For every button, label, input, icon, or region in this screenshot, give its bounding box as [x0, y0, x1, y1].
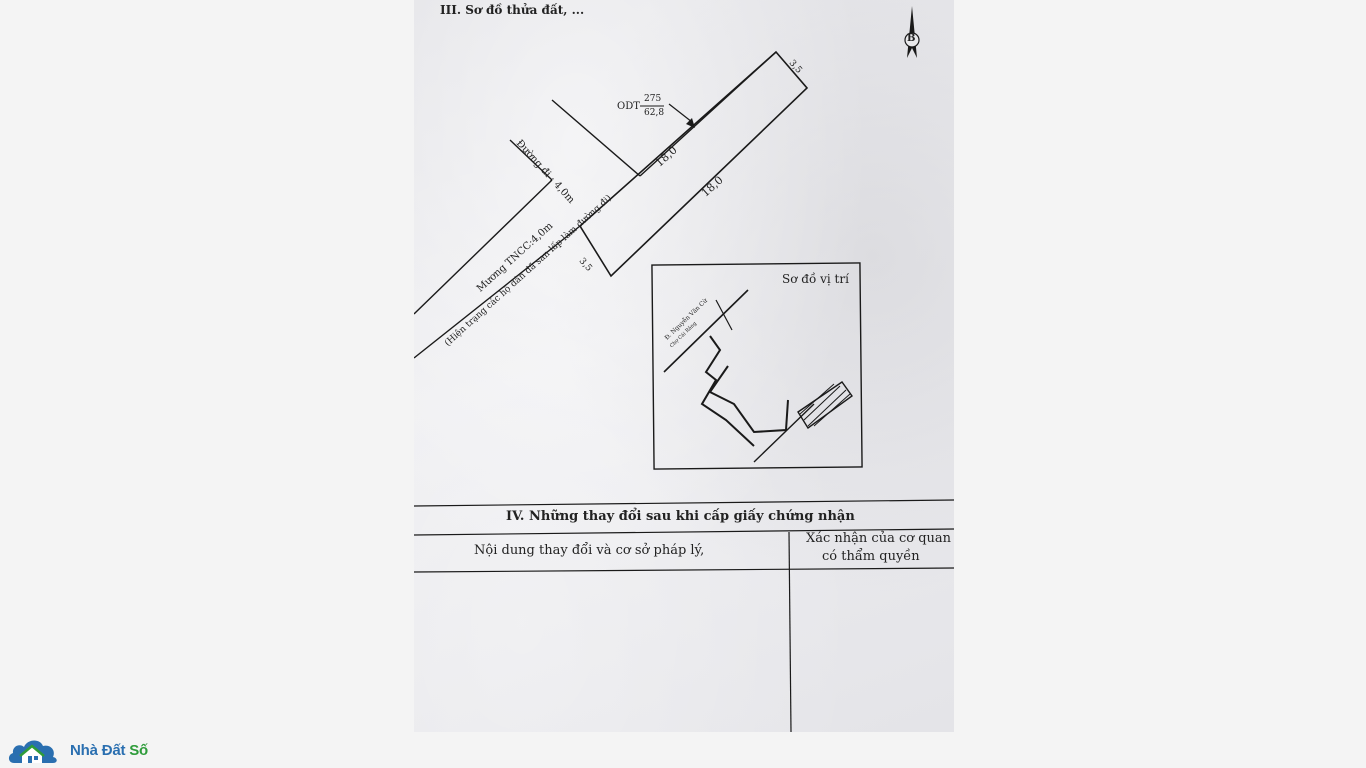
road-edge-left [509, 139, 553, 181]
loc-road-path [700, 335, 755, 447]
table-line-top [414, 499, 954, 507]
brand-name: Nhà Đất Số [70, 742, 148, 759]
brand-logo[interactable]: Nhà Đất Số [6, 733, 148, 767]
north-circle [904, 32, 920, 48]
canal-edge-upper [414, 179, 553, 315]
location-map-title: Sơ đồ vị trí [782, 272, 849, 286]
parcel-outline [578, 50, 809, 278]
parcel-land-type: ODT [617, 101, 640, 112]
plot-drawing [414, 6, 954, 732]
brand-name-part2: Số [129, 741, 149, 759]
table-header-col2-line2: có thẩm quyền [822, 549, 920, 564]
label-pointer-line [668, 103, 693, 123]
loc-hatched-parcel [797, 381, 853, 430]
location-map-box [651, 262, 863, 470]
section3-title: III. Sơ đồ thửa đất, ... [440, 3, 585, 17]
table-line-header-bottom [414, 567, 954, 573]
table-header-col2-line1: Xác nhận của cơ quan [806, 531, 952, 546]
table-header-col1: Nội dung thay đổi và cơ sở pháp lý, [474, 543, 705, 558]
north-arrow-icon [907, 6, 917, 58]
loc-road-path-2 [708, 365, 789, 434]
section4-title: IV. Những thay đổi sau khi cấp giấy chứn… [506, 509, 855, 524]
paper-background [414, 0, 954, 732]
road-edge-upper [551, 99, 641, 177]
house-cloud-icon [8, 740, 57, 763]
road-edge-top [639, 51, 777, 177]
loc-road-lower [753, 403, 815, 463]
table-line-header-top [414, 528, 954, 536]
parcel-number: 275 [644, 94, 662, 104]
table-col-divider [788, 531, 792, 732]
loc-road-minor [715, 299, 733, 331]
brand-name-part1: Nhà Đất [70, 741, 126, 759]
loc-road-main [663, 289, 749, 373]
canal-edge-lower [414, 225, 581, 359]
document-photo: III. Sơ đồ thửa đất, ... B ODT 275 62,8 … [414, 0, 954, 732]
parcel-area: 62,8 [644, 108, 665, 118]
label-pointer-arrow [686, 118, 695, 128]
north-label: B [907, 33, 916, 44]
